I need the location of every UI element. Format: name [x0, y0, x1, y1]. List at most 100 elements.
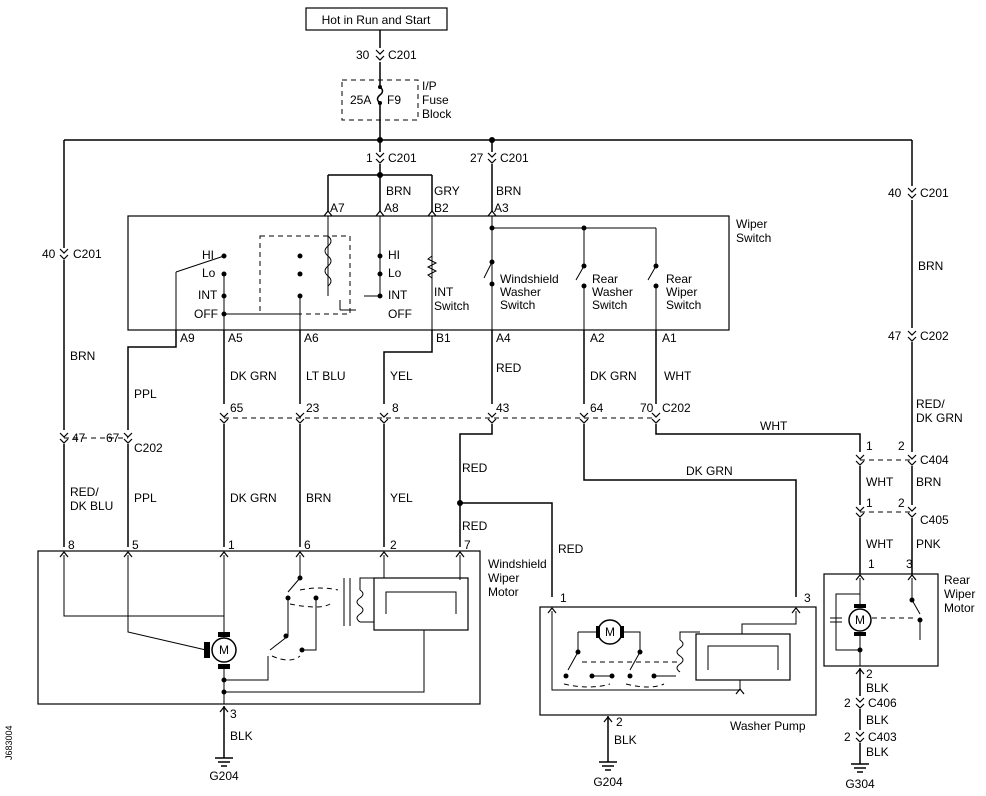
power-source-label: Hot in Run and Start — [322, 13, 431, 27]
rear-washer-switch-label-2: Washer — [592, 285, 633, 299]
connector-c201-pin40-left — [59, 248, 69, 260]
wire-brn-left: BRN — [70, 349, 95, 363]
rear-wiper-motor-box — [823, 573, 939, 667]
rear-motor-label-2: Wiper — [944, 587, 975, 601]
wire-red-pump: RED — [558, 542, 584, 556]
ground-g204-pump: G204 — [593, 775, 623, 789]
wire-ppl-lower: PPL — [134, 491, 157, 505]
wire-dk-grn-a2: DK GRN — [590, 369, 637, 383]
fuse-symbol — [376, 86, 384, 104]
wire-blk-ws: BLK — [230, 729, 253, 743]
conn-c201-top: C201 — [388, 48, 417, 62]
wire-brn-c404: BRN — [916, 475, 941, 489]
conn-c405: C405 — [920, 513, 949, 527]
power-source-box — [305, 7, 448, 31]
conn-c403: C403 — [868, 730, 897, 744]
connector-c201-pin30 — [375, 49, 385, 61]
fuse-block-label-1: I/P — [422, 79, 437, 93]
wire-wht-a1: WHT — [664, 369, 692, 383]
wire-blk-rear-2: BLK — [866, 713, 889, 727]
wire-red-dk-blu-2: DK BLU — [70, 499, 113, 513]
mode-selector-blade — [175, 255, 225, 273]
wiper-switch-box — [127, 215, 730, 331]
rear-washer-switch-label-3: Switch — [592, 298, 627, 312]
wire-yel-upper: YEL — [390, 369, 413, 383]
int-switch-resistor — [426, 255, 438, 279]
pump-motor-m: M — [605, 625, 615, 639]
pin-1-feed: 1 — [366, 151, 373, 165]
term-a4: A4 — [496, 331, 511, 345]
washer-switch-symbol — [483, 259, 495, 287]
rear-wiper-switch-symbol — [647, 263, 659, 330]
fuse-rating: 25A — [350, 93, 371, 107]
washer-pump-box — [539, 606, 817, 716]
wire-dk-grn-lower: DK GRN — [230, 491, 277, 505]
wire-yel-lower: YEL — [390, 491, 413, 505]
washer-switch-label-2: Washer — [500, 285, 541, 299]
washer-pump-label: Washer Pump — [730, 719, 806, 733]
fuse-block-label-3: Block — [422, 107, 452, 121]
conn-c201-right: C201 — [920, 186, 949, 200]
washer-switch-label-1: Windshield — [500, 272, 559, 286]
term-a8: A8 — [384, 201, 399, 215]
wire-brn-washer: BRN — [496, 184, 521, 198]
term-a3: A3 — [494, 201, 509, 215]
wire-wht-rear: WHT — [760, 419, 788, 433]
ws-motor-ground-pin: 3 — [230, 707, 237, 721]
term-a1: A1 — [662, 331, 677, 345]
term-a5: A5 — [228, 331, 243, 345]
conn-c201-left: C201 — [73, 247, 102, 261]
wire-pnk: PNK — [916, 537, 941, 551]
wire-red-dk-grn-2: DK GRN — [916, 411, 963, 425]
rear-motor-ground-pin: 2 — [866, 667, 873, 681]
rear-wiper-switch-label-1: Rear — [666, 272, 692, 286]
c404-pin-2: 2 — [898, 439, 905, 453]
ground-g204-pump-symbol — [599, 761, 617, 771]
connector-c406 — [855, 697, 865, 709]
pin-27: 27 — [470, 151, 484, 165]
conn-c201-feed: C201 — [388, 151, 417, 165]
wire-blk-rear-3: BLK — [866, 745, 889, 759]
pin-47-left: 47 — [72, 431, 86, 445]
wire-red-dk-grn-1: RED/ — [916, 397, 945, 411]
pin-67: 67 — [106, 431, 120, 445]
rear-motor-m: M — [855, 613, 865, 627]
wire-wht-c405: WHT — [866, 537, 894, 551]
ws-motor-pin-8: 8 — [68, 538, 75, 552]
conn-c404: C404 — [920, 453, 949, 467]
wiper-switch-label-2: Switch — [736, 231, 771, 245]
term-a7: A7 — [330, 201, 345, 215]
term-a6: A6 — [304, 331, 319, 345]
pin-43: 43 — [496, 401, 510, 415]
ground-g304: G304 — [845, 777, 875, 791]
pin-65: 65 — [230, 401, 244, 415]
rear-washer-switch-symbol — [575, 263, 587, 330]
ws-motor-label-3: Motor — [488, 585, 519, 599]
rear-wiper-switch-label-2: Wiper — [666, 285, 697, 299]
wire-lt-blu: LT BLU — [306, 369, 346, 383]
wire-gry: GRY — [434, 184, 460, 198]
ground-g204-ws-symbol — [215, 757, 233, 767]
wire-red-lower-1: RED — [462, 461, 488, 475]
c405-pin-1: 1 — [866, 496, 873, 510]
pos-lo-right: Lo — [388, 266, 402, 280]
int-switch-label-2: Switch — [434, 299, 469, 313]
c404-pin-1: 1 — [866, 439, 873, 453]
pos-off-right: OFF — [388, 307, 412, 321]
wire-dk-grn-a5: DK GRN — [230, 369, 277, 383]
conn-c201-washer: C201 — [500, 151, 529, 165]
rear-washer-switch-label-1: Rear — [592, 272, 618, 286]
wire-red-dk-blu-1: RED/ — [70, 485, 99, 499]
ws-motor-pin-6: 6 — [304, 538, 311, 552]
pin-8: 8 — [392, 401, 399, 415]
pos-int-left: INT — [198, 288, 218, 302]
wire-blk-pump: BLK — [614, 733, 637, 747]
fuse-id: F9 — [387, 93, 401, 107]
pump-pin-3: 3 — [804, 591, 811, 605]
diagram-id: J683004 — [4, 725, 14, 760]
pin-47-right: 47 — [888, 329, 902, 343]
connector-c403 — [855, 731, 865, 743]
term-a2: A2 — [590, 331, 605, 345]
term-b1: B1 — [436, 331, 451, 345]
wire-red-a4: RED — [496, 361, 522, 375]
